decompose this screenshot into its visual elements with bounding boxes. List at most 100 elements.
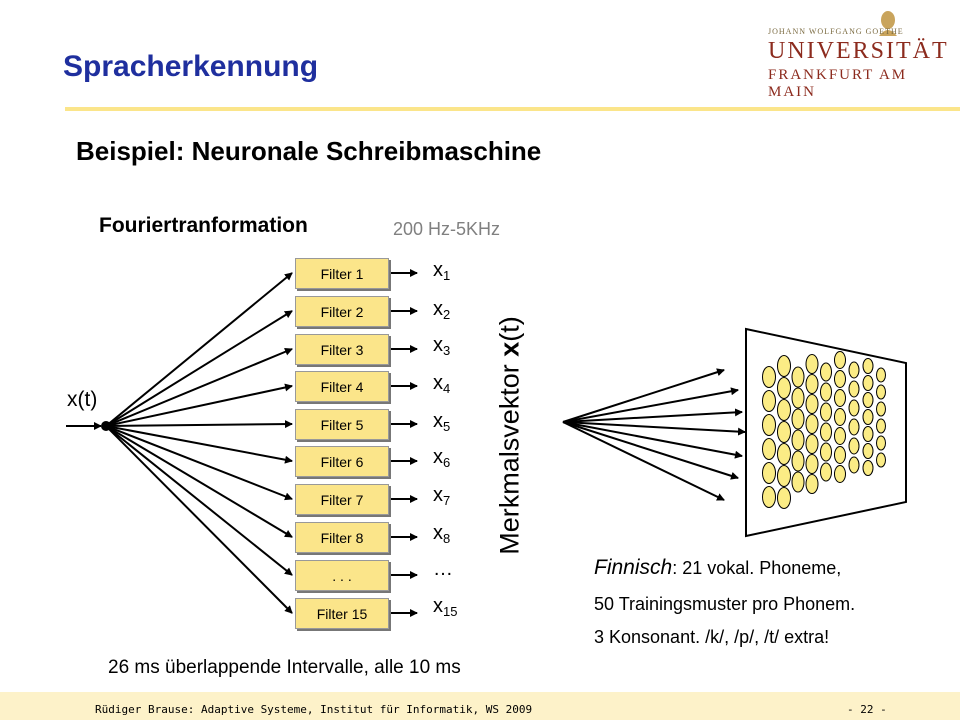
neuron [762, 486, 776, 508]
fourier-label: Fouriertranformation [99, 214, 308, 237]
neuron [834, 408, 846, 426]
neuron [791, 429, 805, 451]
notes-line-3: 3 Konsonant. /k/, /p/, /t/ extra! [594, 627, 830, 647]
filter-box: Filter 8 [295, 522, 389, 553]
neuron [791, 408, 805, 430]
network-arrow [562, 387, 739, 423]
fan-arrow [105, 425, 293, 464]
network-arrow [562, 421, 743, 459]
output-label: x7 [433, 484, 451, 508]
neuron [820, 382, 832, 402]
network-arrow [562, 421, 739, 480]
neuron [862, 409, 874, 425]
output-label: x4 [433, 372, 451, 396]
frequency-range: 200 Hz-5KHz [393, 219, 501, 239]
neuron [876, 367, 886, 383]
interval-caption: 26 ms überlappende Intervalle, alle 10 m… [108, 657, 461, 678]
neuron [777, 465, 791, 487]
feature-vector-label: Merkmalsvektor x(t) [494, 316, 525, 555]
filter-box: Filter 5 [295, 409, 389, 440]
fan-arrow [105, 425, 293, 576]
network-input-arrows [562, 368, 746, 501]
neuron [862, 443, 874, 459]
neuron [876, 452, 886, 468]
neuron-grid [762, 351, 886, 509]
neuron [862, 392, 874, 408]
neuron [805, 394, 819, 414]
neuron [777, 399, 791, 421]
filter-output-arrows [390, 269, 418, 617]
neuron [820, 442, 832, 462]
neuron [876, 401, 886, 417]
neuron [820, 422, 832, 442]
neuron [805, 454, 819, 474]
neuron [834, 351, 846, 369]
page-title: Spracherkennung [63, 50, 319, 83]
neuron [777, 421, 791, 443]
neuron [762, 366, 776, 388]
neuron [777, 443, 791, 465]
neuron [834, 389, 846, 407]
neuron [805, 354, 819, 374]
filter-box: Filter 3 [295, 334, 389, 365]
filter-box: Filter 1 [295, 258, 389, 289]
neuron [876, 435, 886, 451]
neuron [834, 370, 846, 388]
filter-box: . . . [295, 560, 389, 591]
neuron [862, 426, 874, 442]
logo-line-3: FRANKFURT AM MAIN [768, 67, 908, 100]
fan-arrow [105, 425, 293, 538]
network-arrow [562, 408, 743, 423]
output-label: x1 [433, 259, 451, 283]
notes-line-1: Finnisch: 21 vokal. Phoneme, [594, 556, 842, 579]
neuron [820, 362, 832, 382]
footer-text: Rüdiger Brause: Adaptive Systeme, Instit… [95, 703, 533, 716]
filter-box: Filter 7 [295, 484, 389, 515]
neuron [762, 390, 776, 412]
neuron [805, 414, 819, 434]
neuron [862, 460, 874, 476]
fan-arrow [105, 310, 293, 427]
neuron [791, 366, 805, 388]
filter-box: Filter 15 [295, 598, 389, 629]
footer-bar [0, 692, 960, 720]
neuron [805, 374, 819, 394]
neuron [834, 446, 846, 464]
goethe-portrait-icon [879, 11, 897, 36]
filter-box: Filter 4 [295, 371, 389, 402]
output-label: x5 [433, 410, 451, 434]
title-divider [65, 107, 960, 111]
fan-arrow [105, 420, 293, 429]
network-arrow [562, 421, 746, 436]
logo-line-2: UNIVERSITÄT [768, 38, 949, 64]
neuron [848, 437, 860, 455]
neuron [848, 380, 860, 398]
fan-arrow [105, 272, 293, 427]
neuron [777, 355, 791, 377]
neuron [848, 399, 860, 417]
output-label: x6 [433, 446, 451, 470]
neuron [848, 418, 860, 436]
fan-arrow [105, 425, 293, 501]
output-label: … [433, 558, 453, 580]
neuron [805, 474, 819, 494]
input-node [101, 421, 111, 431]
neuron [876, 418, 886, 434]
logo-line-1: JOHANN WOLFGANG GOETHE [768, 27, 904, 36]
network-arrow [562, 421, 725, 501]
neuron [777, 377, 791, 399]
output-label: x8 [433, 522, 451, 546]
neuron [820, 402, 832, 422]
neuron [834, 465, 846, 483]
fan-arrow [105, 425, 293, 614]
neuron [820, 462, 832, 482]
neuron [791, 450, 805, 472]
notes-line-2: 50 Trainingsmuster pro Phonem. [594, 594, 856, 614]
output-label: x2 [433, 298, 451, 322]
slide-subtitle: Beispiel: Neuronale Schreibmaschine [76, 136, 542, 166]
output-label: x3 [433, 334, 451, 358]
neuron [848, 456, 860, 474]
neuron [834, 427, 846, 445]
neuron [791, 471, 805, 493]
